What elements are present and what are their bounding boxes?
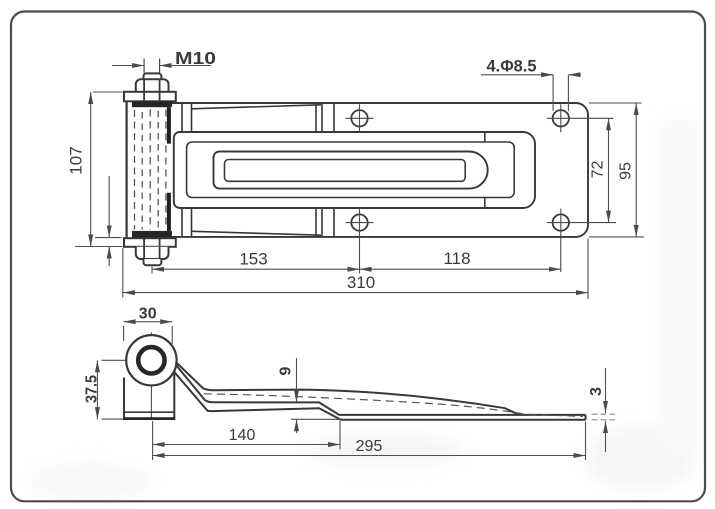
svg-text:4.Φ8.5: 4.Φ8.5 <box>487 58 537 76</box>
svg-text:95: 95 <box>618 162 635 180</box>
svg-text:140: 140 <box>229 427 256 444</box>
svg-text:295: 295 <box>356 438 383 455</box>
svg-text:153: 153 <box>239 250 267 269</box>
svg-text:107: 107 <box>66 146 85 174</box>
svg-text:9: 9 <box>278 366 295 375</box>
svg-text:M10: M10 <box>175 48 216 68</box>
svg-text:3: 3 <box>588 387 605 396</box>
svg-text:310: 310 <box>347 273 375 292</box>
svg-text:72: 72 <box>590 161 607 179</box>
svg-text:30: 30 <box>139 306 157 323</box>
svg-text:118: 118 <box>443 249 470 268</box>
svg-text:37.5: 37.5 <box>84 375 101 403</box>
